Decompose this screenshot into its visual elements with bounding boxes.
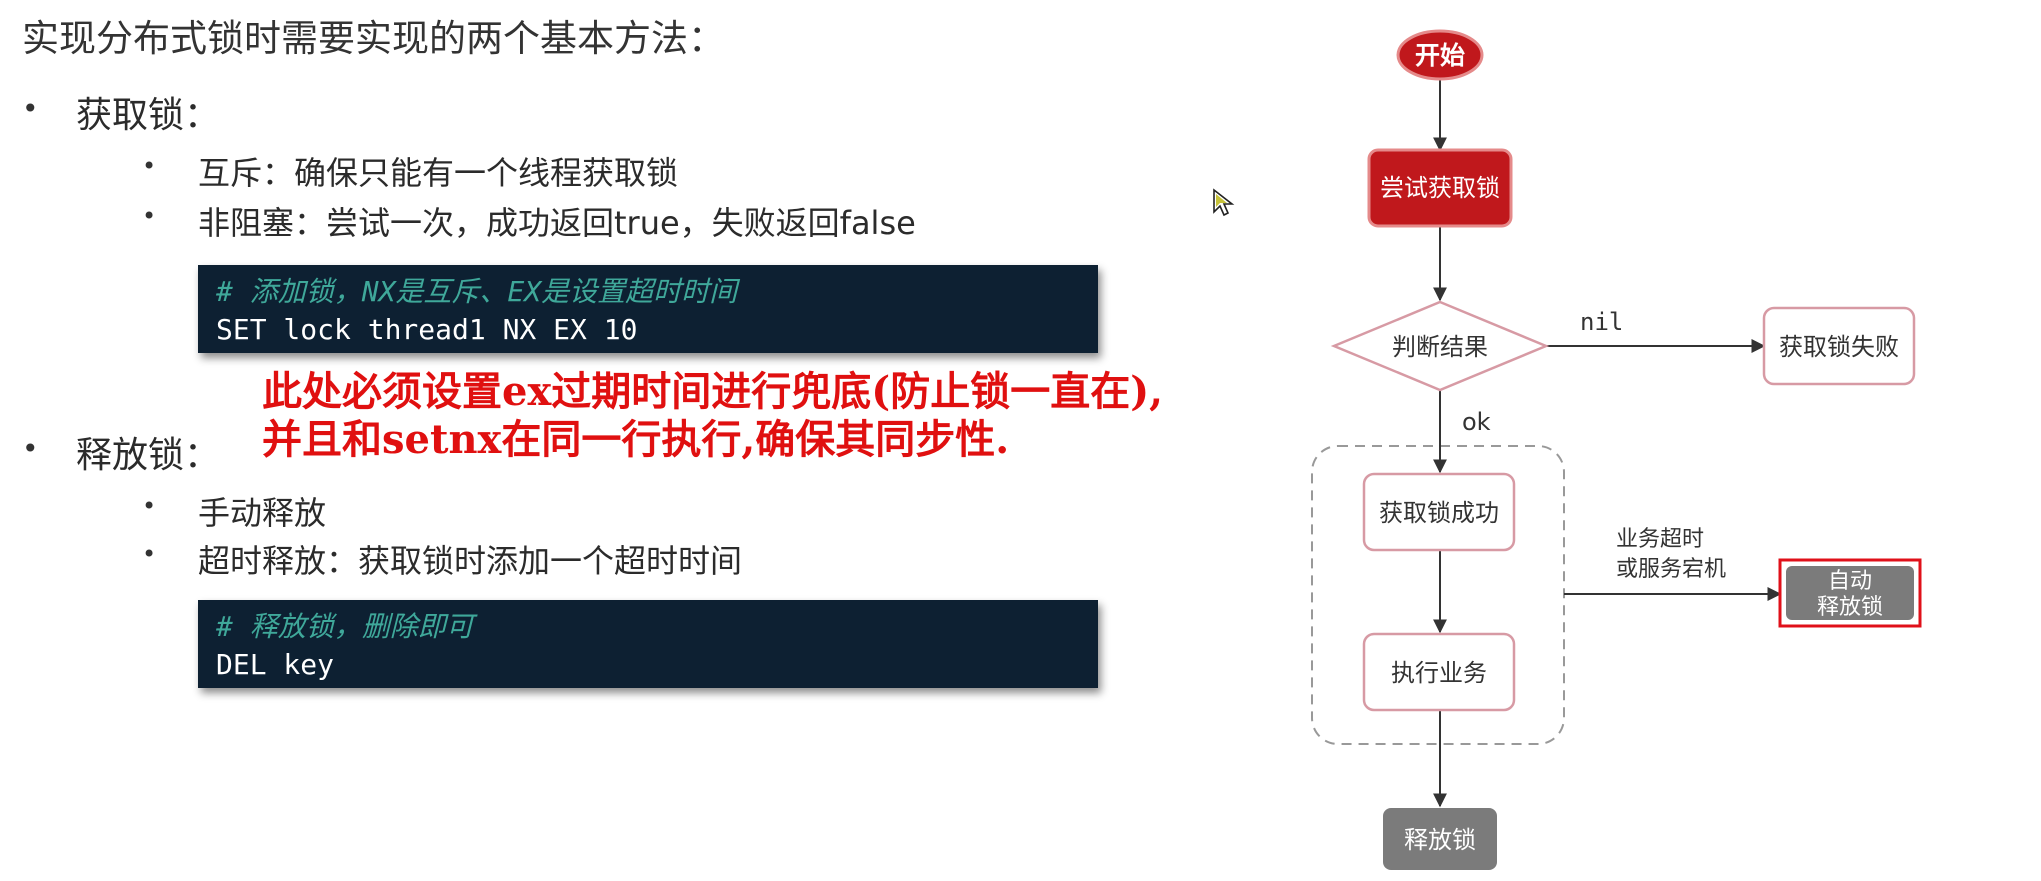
mouse-cursor-icon — [1213, 188, 1235, 217]
auto-release-label-1: 自动 — [1828, 569, 1872, 594]
release-item-manual: 手动释放 — [198, 494, 327, 532]
annotation-line-1: 此处必须设置ex过期时间进行兜底(防止锁一直在), — [262, 368, 1164, 415]
judge-diamond — [1330, 300, 1550, 392]
code-command: DEL key — [216, 648, 335, 681]
bullet-dot: • — [22, 432, 39, 465]
bullet-dot: • — [142, 540, 157, 568]
auto-release-node — [1786, 566, 1914, 620]
code-comment: # 添加锁，NX是互斥、EX是设置超时时间 — [216, 275, 738, 308]
start-node — [1396, 29, 1484, 81]
judge-label: 判断结果 — [1392, 333, 1488, 361]
ok-label: ok — [1462, 408, 1491, 436]
execute-node — [1362, 632, 1516, 712]
fail-node — [1762, 306, 1916, 386]
code-command: SET lock thread1 NX EX 10 — [216, 313, 638, 346]
flowchart: 开始 尝试获取锁 判断结果 nil 获取锁失败 ok 获取锁成功 执行业务 业务… — [1311, 29, 1922, 870]
timeout-label-2: 或服务宕机 — [1616, 557, 1726, 582]
success-label: 获取锁成功 — [1379, 499, 1499, 527]
release-label: 释放锁 — [1404, 826, 1476, 854]
release-item-timeout: 超时释放：获取锁时添加一个超时时间 — [198, 542, 743, 580]
try-lock-label: 尝试获取锁 — [1380, 174, 1500, 202]
execute-label: 执行业务 — [1391, 659, 1487, 687]
bullet-dot: • — [142, 202, 157, 230]
release-node — [1383, 808, 1497, 870]
code-comment: # 释放锁，删除即可 — [216, 610, 474, 643]
bullet-dot: • — [22, 92, 39, 125]
start-label: 开始 — [1415, 41, 1465, 70]
success-node — [1362, 472, 1516, 552]
code-block-release: # 释放锁，删除即可 DEL key — [198, 600, 1098, 688]
bullet-dot: • — [142, 152, 157, 180]
release-heading: 释放锁： — [76, 435, 221, 476]
red-annotation: 此处必须设置ex过期时间进行兜底(防止锁一直在), 并且和setnx在同一行执行… — [262, 368, 1163, 464]
fail-label: 获取锁失败 — [1779, 333, 1899, 361]
nil-label: nil — [1580, 308, 1623, 336]
auto-release-label-2: 释放锁 — [1817, 595, 1883, 620]
acquire-item-mutex: 互斥：确保只能有一个线程获取锁 — [198, 154, 679, 192]
try-lock-node — [1367, 148, 1513, 228]
bullet-dot: • — [142, 492, 157, 520]
acquire-item-nonblocking: 非阻塞：尝试一次，成功返回true，失败返回false — [198, 204, 916, 242]
annotation-line-2: 并且和setnx在同一行执行,确保其同步性. — [262, 416, 1010, 463]
highlight-box — [1778, 558, 1922, 628]
timeout-label-1: 业务超时 — [1616, 527, 1704, 552]
acquire-heading: 获取锁： — [76, 95, 221, 136]
slide-title: 实现分布式锁时需要实现的两个基本方法： — [22, 17, 725, 60]
code-block-acquire: # 添加锁，NX是互斥、EX是设置超时时间 SET lock thread1 N… — [198, 265, 1098, 353]
